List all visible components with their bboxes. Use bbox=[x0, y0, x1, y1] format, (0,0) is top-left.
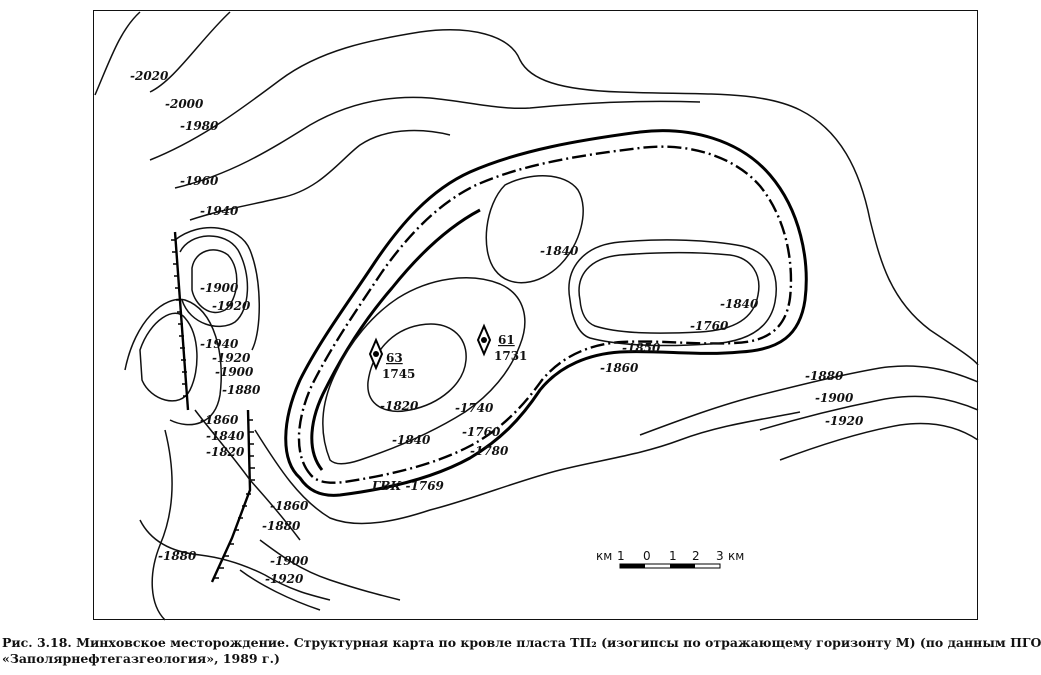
label-i-1760: -1760 bbox=[462, 425, 501, 439]
well-61-number: 61 bbox=[498, 333, 515, 347]
label-west-1920: -1920 bbox=[212, 299, 251, 313]
scale-bar-seg2 bbox=[670, 564, 695, 568]
contour-sw-1900 bbox=[259, 539, 401, 601]
label-1960: -1960 bbox=[180, 174, 219, 188]
label-b-1880: -1880 bbox=[262, 519, 301, 533]
label-s-1820: -1820 bbox=[206, 445, 245, 459]
label-i-1820: -1820 bbox=[380, 399, 419, 413]
label-e-1840: -1840 bbox=[720, 297, 759, 311]
figure-caption: Рис. 3.18. Минховское месторождение. Стр… bbox=[2, 635, 1041, 667]
contour-west-1940 bbox=[174, 226, 261, 351]
label-b-1880-left: -1880 bbox=[158, 549, 197, 563]
contour-west-1900 bbox=[191, 249, 238, 314]
scale-bar-seg1 bbox=[620, 564, 645, 568]
scale-tick-3: 3 bbox=[716, 549, 724, 563]
label-r-1900: -1900 bbox=[815, 391, 854, 405]
label-e-1850: -1850 bbox=[622, 341, 661, 355]
label-west-1900b: -1900 bbox=[215, 365, 254, 379]
contour-sw-1880 bbox=[139, 519, 331, 601]
contour-map-svg: -2020 -2000 -1980 -1960 -1940 -1900 -192… bbox=[94, 11, 979, 621]
gvk-contact-line bbox=[297, 145, 793, 484]
contour-west-inner-1920 bbox=[139, 312, 198, 402]
scale-tick-2: 2 bbox=[692, 549, 700, 563]
contour-1940 bbox=[189, 129, 451, 221]
contour-west-1880 bbox=[124, 298, 222, 426]
caption-line-2: «Заполярнефтегазгеология», 1989 г.) bbox=[2, 651, 280, 666]
fault-south bbox=[210, 409, 252, 583]
well-63: 63 1745 bbox=[368, 337, 415, 381]
label-gvk: ГВК -1769 bbox=[371, 479, 445, 493]
contour-1820-main bbox=[322, 277, 526, 465]
label-west-1920b: -1920 bbox=[212, 351, 251, 365]
label-e-1860: -1860 bbox=[600, 361, 639, 375]
label-s-1860: -1860 bbox=[200, 413, 239, 427]
scale-tick-0: 0 bbox=[643, 549, 651, 563]
label-s-1840: -1840 bbox=[206, 429, 245, 443]
label-b-1860: -1860 bbox=[270, 499, 309, 513]
well-63-depth: 1745 bbox=[382, 367, 415, 381]
label-west-1900: -1900 bbox=[200, 281, 239, 295]
contour-2000 bbox=[149, 11, 231, 93]
label-2020: -2020 bbox=[130, 69, 169, 83]
scale-tick-1-left: 1 bbox=[617, 549, 625, 563]
contour-west-1920 bbox=[179, 235, 249, 328]
contour-sw-1920 bbox=[239, 569, 321, 611]
label-e-1760: -1760 bbox=[690, 319, 729, 333]
label-r-1920: -1920 bbox=[825, 414, 864, 428]
label-r-1880: -1880 bbox=[805, 369, 844, 383]
contour-sw-1860 bbox=[194, 409, 301, 541]
scale-unit-right: км bbox=[728, 549, 744, 563]
contour-2020 bbox=[94, 11, 141, 96]
well-63-dot bbox=[373, 351, 379, 357]
contour-sw-outer bbox=[151, 429, 173, 621]
fault-west bbox=[173, 231, 190, 411]
contour-labels: -2020 -2000 -1980 -1960 -1940 -1900 -192… bbox=[130, 69, 864, 586]
well-63-number: 63 bbox=[386, 351, 403, 365]
well-61: 61 1731 bbox=[476, 323, 527, 363]
label-b-1920: -1920 bbox=[265, 572, 304, 586]
label-1980: -1980 bbox=[180, 119, 219, 133]
contour-east-1920 bbox=[779, 422, 979, 461]
contour-1840-north bbox=[310, 208, 481, 471]
label-n-1840: -1840 bbox=[540, 244, 579, 258]
contour-s-1860 bbox=[254, 411, 801, 525]
contour-east-1850 bbox=[578, 252, 760, 334]
contour-east-1880 bbox=[639, 365, 979, 436]
well-61-dot bbox=[481, 337, 487, 343]
label-west-1940: -1940 bbox=[200, 337, 239, 351]
contour-1860-main bbox=[284, 129, 808, 497]
caption-line-1: Рис. 3.18. Минховское месторождение. Стр… bbox=[2, 635, 1041, 650]
contour-east-1840 bbox=[568, 239, 777, 347]
contour-east-1900 bbox=[759, 395, 979, 431]
contour-1980 bbox=[149, 29, 979, 366]
label-i-1740: -1740 bbox=[455, 401, 494, 415]
scale-tick-1: 1 bbox=[669, 549, 677, 563]
scale-bar: км 1 0 1 2 3 км bbox=[596, 549, 744, 569]
label-i-1780: -1780 bbox=[470, 444, 509, 458]
label-2000: -2000 bbox=[165, 97, 204, 111]
fault-ticks bbox=[171, 239, 255, 579]
contour-1745-high bbox=[367, 323, 467, 412]
contour-1840-inner-north bbox=[485, 175, 584, 284]
label-west-1880: -1880 bbox=[222, 383, 261, 397]
contour-1960 bbox=[174, 96, 701, 189]
label-i-1840: -1840 bbox=[392, 433, 431, 447]
well-61-depth: 1731 bbox=[494, 349, 527, 363]
scale-unit-left: км bbox=[596, 549, 612, 563]
label-b-1900: -1900 bbox=[270, 554, 309, 568]
label-1940: -1940 bbox=[200, 204, 239, 218]
